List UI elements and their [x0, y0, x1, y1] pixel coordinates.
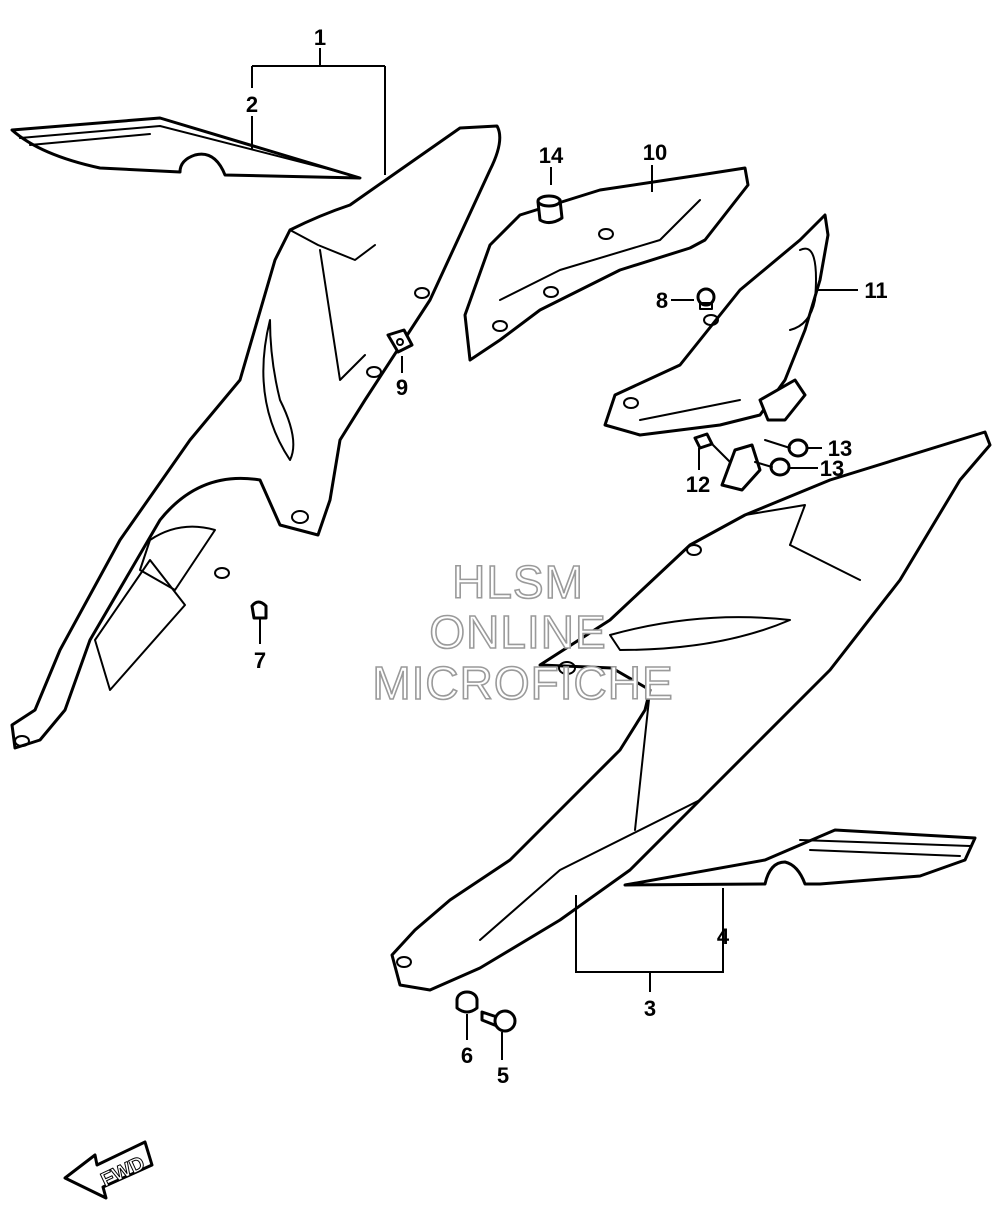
callout-2: 2	[246, 92, 258, 117]
part-5-bolt[interactable]	[480, 1009, 517, 1033]
callout-6: 6	[461, 1043, 473, 1068]
callout-1: 1	[314, 25, 326, 50]
part-1-side-cover-left[interactable]	[10, 124, 502, 750]
part-9-nut[interactable]	[386, 328, 414, 354]
leader-lines	[251, 48, 858, 1060]
callout-4: 4	[717, 924, 730, 949]
part-6-washer[interactable]	[455, 990, 479, 1014]
callout-8: 8	[656, 288, 668, 313]
watermark-line-2: ONLINE	[429, 606, 606, 658]
part-8-grommet[interactable]	[696, 287, 716, 310]
callout-14: 14	[539, 143, 564, 168]
callout-13-upper: 13	[828, 436, 852, 461]
callout-3: 3	[644, 996, 656, 1021]
callout-9: 9	[396, 375, 408, 400]
callout-labels: 1 2 3 4 5 6 7 8 9 10 11 12 13 13 14	[246, 25, 888, 1088]
part-13-nut-lower[interactable]	[754, 457, 791, 477]
watermark-line-1: HLSM	[452, 556, 584, 608]
callout-10: 10	[643, 140, 667, 165]
part-12-screw[interactable]	[693, 432, 762, 492]
callout-5: 5	[497, 1063, 509, 1088]
part-14-cushion[interactable]	[536, 194, 564, 225]
part-3-side-cover-right[interactable]	[390, 430, 992, 992]
part-2-decal-left[interactable]	[10, 116, 362, 180]
watermark: HLSM ONLINE MICROFICHE	[372, 555, 674, 710]
part-4-decal-right[interactable]	[623, 828, 977, 887]
callout-13-lower: 13	[820, 456, 844, 481]
forward-direction-arrow: FWD	[63, 1140, 154, 1200]
part-10-inner-panel[interactable]	[463, 166, 750, 362]
watermark-line-3: MICROFICHE	[372, 657, 673, 709]
part-11-inner-panel-right[interactable]	[603, 213, 830, 437]
callout-11: 11	[864, 278, 887, 303]
callout-12: 12	[686, 472, 710, 497]
part-13-nut-upper[interactable]	[764, 438, 809, 458]
part-7-grommet[interactable]	[250, 600, 268, 644]
callout-7: 7	[254, 648, 266, 673]
